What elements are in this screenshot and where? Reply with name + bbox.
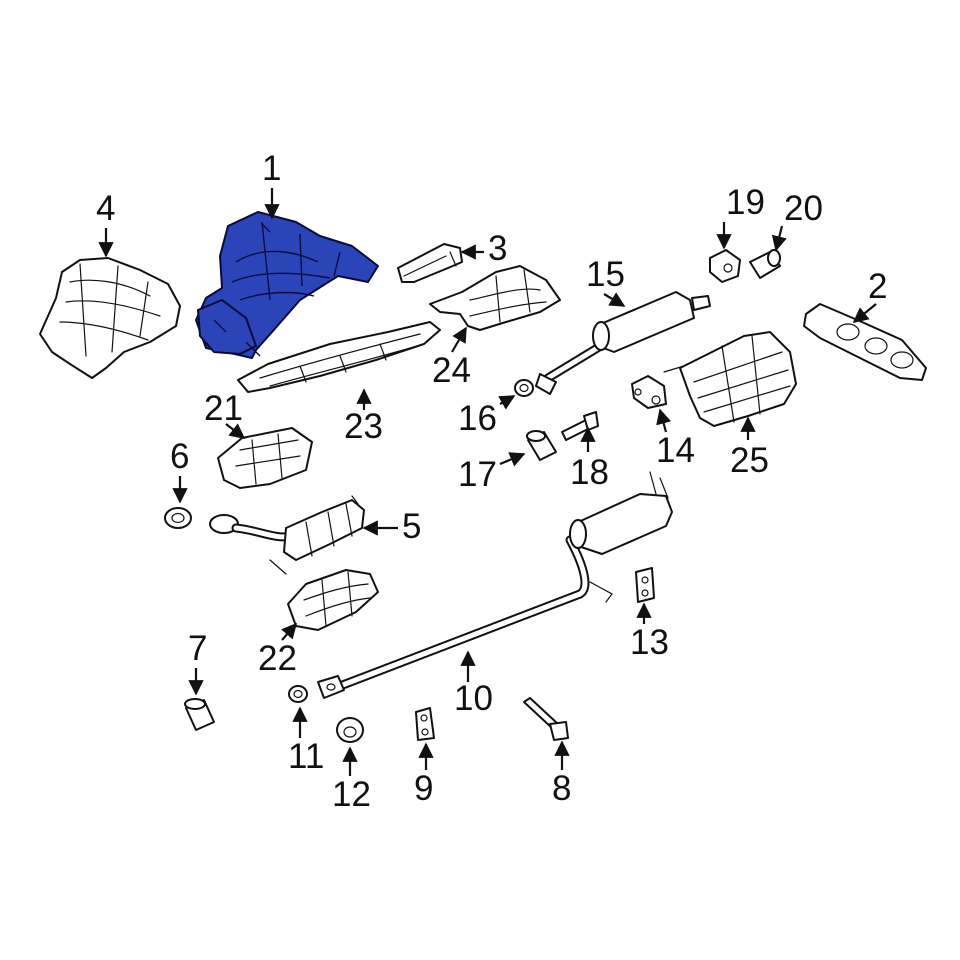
- part-14-hanger[interactable]: [631, 375, 667, 409]
- svg-text:1: 1: [262, 149, 281, 188]
- svg-text:20: 20: [784, 189, 823, 228]
- part-24-heat-shield[interactable]: [429, 265, 561, 331]
- svg-text:18: 18: [570, 453, 609, 492]
- callout-23: 23: [344, 388, 383, 446]
- callout-20: 20: [771, 189, 823, 252]
- svg-text:25: 25: [730, 441, 769, 480]
- svg-text:21: 21: [204, 389, 243, 428]
- callout-11: 11: [288, 706, 324, 776]
- svg-text:4: 4: [96, 189, 115, 228]
- part-2-manifold-gasket[interactable]: [803, 303, 927, 381]
- svg-text:13: 13: [630, 623, 669, 662]
- svg-text:24: 24: [432, 351, 471, 390]
- callouts: 1 2 3 4 5 6 7 8 9 10 11 12 13 14 15 16 1…: [96, 149, 887, 814]
- part-19-bracket[interactable]: [709, 249, 741, 283]
- callout-21: 21: [204, 389, 246, 439]
- svg-text:14: 14: [656, 431, 695, 470]
- svg-text:11: 11: [288, 737, 324, 776]
- part-13-hanger[interactable]: [635, 567, 655, 603]
- callout-10: 10: [454, 650, 493, 718]
- callout-13: 13: [630, 602, 669, 662]
- svg-text:6: 6: [170, 437, 189, 476]
- part-12-flange[interactable]: [336, 717, 364, 743]
- part-7-sleeve[interactable]: [184, 698, 215, 731]
- part-16-grommet[interactable]: [514, 379, 534, 397]
- part-17-sleeve[interactable]: [526, 430, 557, 461]
- callout-4: 4: [96, 189, 115, 258]
- manifold-studs: [213, 223, 271, 357]
- svg-text:9: 9: [414, 769, 433, 808]
- manifold-runners: [231, 221, 341, 301]
- callout-24: 24: [432, 326, 471, 390]
- callout-15: 15: [586, 255, 626, 307]
- part-11-grommet[interactable]: [288, 685, 308, 703]
- svg-text:8: 8: [552, 769, 571, 808]
- callout-25: 25: [730, 416, 769, 480]
- part-8-bolt[interactable]: [523, 697, 569, 741]
- manifold-flange: [197, 299, 257, 355]
- callout-14: 14: [656, 408, 695, 470]
- part-10-center-pipe[interactable]: [317, 535, 613, 699]
- svg-text:17: 17: [458, 455, 497, 494]
- callout-19: 19: [716, 183, 765, 250]
- callout-16: 16: [458, 395, 516, 438]
- part-10-rear-muffler[interactable]: [569, 471, 673, 555]
- part-21-converter-shield[interactable]: [217, 427, 313, 489]
- callout-18: 18: [570, 426, 609, 492]
- callout-3: 3: [460, 229, 507, 268]
- svg-text:3: 3: [488, 229, 507, 268]
- callout-12: 12: [332, 746, 371, 814]
- part-20-sleeve[interactable]: [749, 249, 781, 279]
- part-22-lower-shield[interactable]: [287, 569, 379, 631]
- callout-1: 1: [262, 149, 281, 220]
- callout-5: 5: [362, 507, 421, 546]
- callout-2: 2: [852, 267, 887, 323]
- part-6-gasket[interactable]: [164, 507, 192, 529]
- svg-text:19: 19: [726, 183, 765, 222]
- svg-text:2: 2: [868, 267, 887, 306]
- part-18-bolt[interactable]: [561, 411, 599, 441]
- part-9-hanger-rubber[interactable]: [415, 707, 435, 741]
- svg-text:22: 22: [258, 639, 297, 678]
- callout-17: 17: [458, 452, 526, 494]
- part-4-manifold-heat-shield[interactable]: [39, 257, 181, 379]
- svg-text:10: 10: [454, 679, 493, 718]
- part-25-heat-shield[interactable]: [663, 331, 797, 427]
- callout-9: 9: [414, 742, 434, 808]
- part-23-heat-shield[interactable]: [237, 321, 441, 393]
- callout-8: 8: [552, 740, 571, 808]
- callout-6: 6: [170, 437, 189, 504]
- part-5-converter-pipe[interactable]: [209, 495, 365, 575]
- part-1-exhaust-manifold[interactable]: [195, 211, 379, 359]
- svg-text:5: 5: [402, 507, 421, 546]
- part-15-muffler-upper[interactable]: [535, 291, 711, 395]
- svg-text:12: 12: [332, 775, 371, 814]
- svg-text:7: 7: [188, 629, 207, 668]
- svg-text:16: 16: [458, 399, 497, 438]
- callout-7: 7: [188, 629, 207, 696]
- callout-22: 22: [258, 622, 298, 678]
- svg-text:23: 23: [344, 407, 383, 446]
- part-3-bracket[interactable]: [397, 243, 463, 283]
- svg-text:15: 15: [586, 255, 625, 294]
